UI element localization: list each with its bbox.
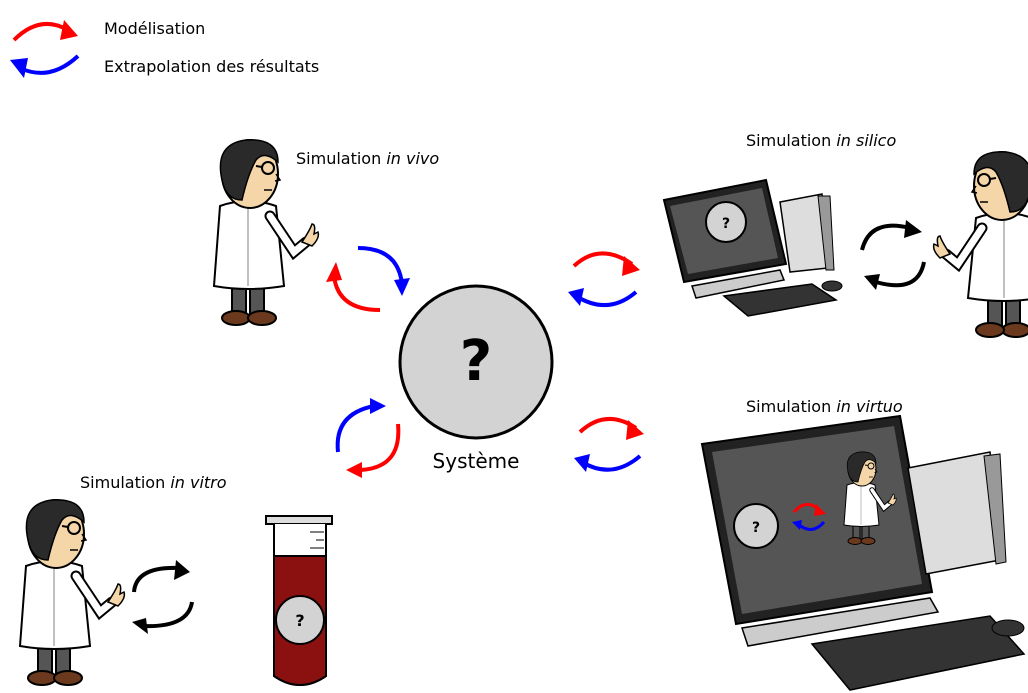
in-silico-computer-icon: ? [662,178,843,317]
in-silico-cycle-arrows-icon [860,220,926,290]
in-silico-label: Simulation in silico [746,131,896,150]
in-virtuo-question-mark: ? [752,520,760,536]
test-tube-question-mark: ? [295,611,304,630]
system-node: ? Système [398,284,554,473]
in-virtuo-computer-icon: ? [700,414,1026,691]
extrapolation-legend-label: Extrapolation des résultats [104,57,319,76]
system-question-mark: ? [460,329,492,394]
in-vivo-group: Simulation in vivo [214,140,439,325]
system-circle [398,284,554,440]
in-vivo-label: Simulation in vivo [296,149,439,168]
test-tube-icon: ? [265,515,333,686]
scientist-in-silico-icon [934,152,1028,337]
in-silico-group: Simulation in silico ? [568,131,1028,337]
in-virtuo-inner-cycle-arrows-icon [792,503,826,531]
in-virtuo-system-cycle-arrows-icon [574,416,644,472]
legend: Modélisation Extrapolation des résultats [10,19,319,78]
in-vitro-system-cycle-arrows-icon [335,398,401,478]
in-virtuo-group: Simulation in virtuo ? [574,397,1026,691]
in-silico-question-mark: ? [722,216,730,232]
modeling-legend-label: Modélisation [104,19,205,38]
in-virtuo-label: Simulation in virtuo [746,397,903,416]
extrapolation-legend-arrow-icon [10,54,80,78]
in-vitro-label: Simulation in vitro [80,473,227,492]
in-silico-system-cycle-arrows-icon [568,251,640,308]
scientist-in-vitro-icon [20,500,124,685]
in-vitro-cycle-arrows-icon [132,560,194,634]
in-vivo-cycle-arrows-icon [326,246,410,312]
in-vitro-group: Simulation in vitro ? [20,398,401,686]
modeling-legend-arrow-icon [12,20,78,42]
system-label: Système [433,449,520,473]
